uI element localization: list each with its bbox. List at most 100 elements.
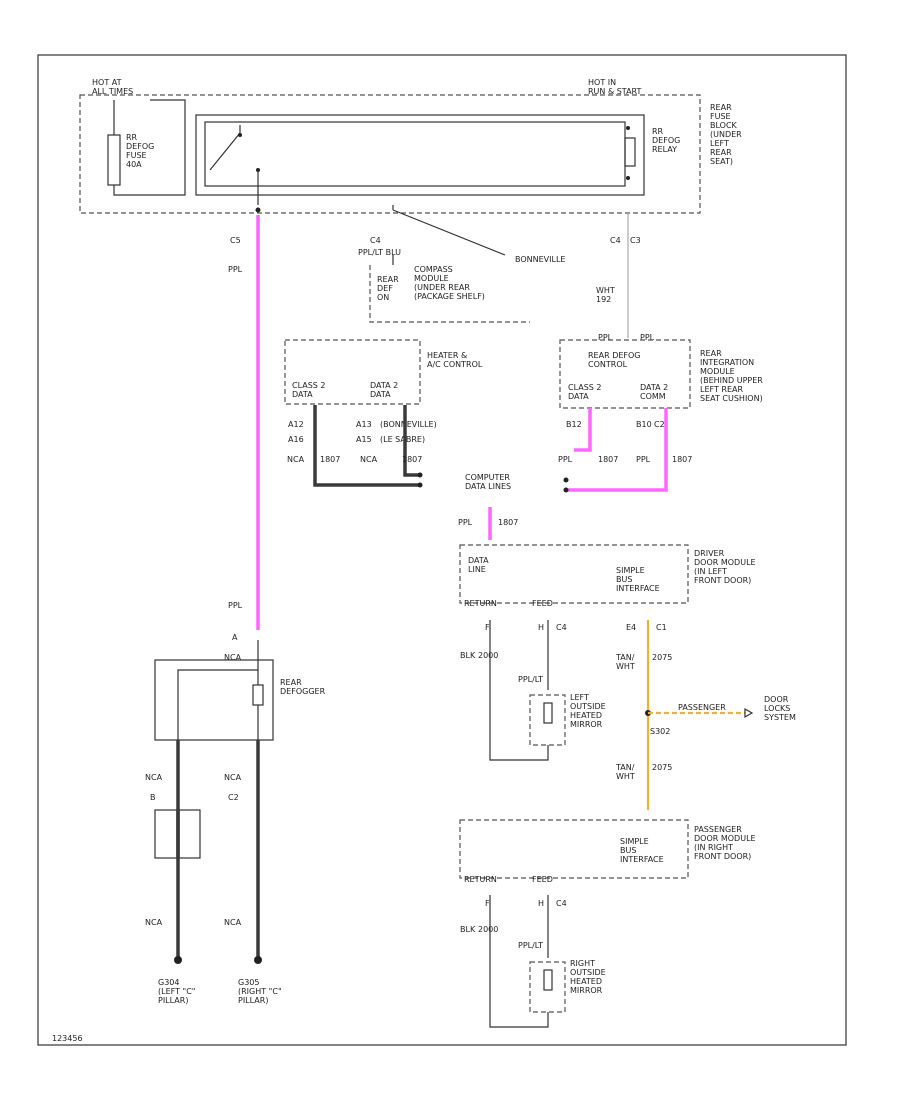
label-f-2: F (485, 899, 490, 908)
label-blk-1: BLK (460, 651, 476, 660)
label-c5: C5 (230, 236, 241, 245)
label-ppl-5: PPL (458, 518, 473, 527)
text-line: (BEHIND UPPER (700, 376, 763, 385)
label-c1-dd: C1 (656, 623, 667, 632)
text-line: HOT IN (588, 78, 616, 87)
defogger-element (252, 684, 264, 706)
label-a12: A12 (288, 420, 304, 429)
text-line: DOOR MODULE (694, 558, 756, 567)
text-line: FUSE (126, 151, 147, 160)
text-line: COMPUTER (465, 473, 510, 482)
rear-fuse-block (79, 94, 701, 214)
text-line: BLOCK (710, 121, 738, 130)
text-line: RELAY (652, 145, 677, 154)
defog-relay-box (195, 114, 645, 196)
text-line: 40A (126, 160, 142, 169)
text-line: SYSTEM (764, 713, 796, 722)
label-nca-7: NCA (224, 918, 242, 927)
label-ppl-6: PPL (228, 265, 243, 274)
rear-integration-module (559, 339, 691, 409)
text-line: MODULE (700, 367, 735, 376)
label-ppl-2: PPL (640, 333, 655, 342)
relay-inner (204, 121, 626, 187)
text-line: WHT (596, 286, 615, 295)
text-line: PASSENGER (694, 825, 742, 834)
text-line: BUS (616, 575, 632, 584)
text-line: CLASS 2 (292, 381, 326, 390)
text-line: SIMPLE (616, 566, 645, 575)
label-f: F (485, 623, 490, 632)
text-line: G305 (238, 978, 259, 987)
label-g305: G305(RIGHT "C"PILLAR) (238, 978, 282, 1005)
label-feed-2: FEED (532, 875, 553, 884)
text-line: (IN LEFT (694, 567, 727, 576)
text-line: MODULE (414, 274, 449, 283)
text-line: HEATER & (427, 351, 467, 360)
rim-data2-wire (568, 408, 668, 492)
text-line: OUTSIDE (570, 968, 606, 977)
label-2000-1: 2000 (478, 651, 498, 660)
label-return-2: RETURN (464, 875, 497, 884)
label-bonneville: BONNEVILLE (515, 255, 565, 264)
text-line: RUN & START (588, 87, 642, 96)
text-line: DATA (370, 390, 391, 399)
text-line: REAR (710, 148, 732, 157)
text-line: ALL TIMES (92, 87, 133, 96)
heater-class2-wire (313, 405, 420, 487)
text-line: DEFOG (652, 136, 680, 145)
text-line: WHT (616, 772, 635, 781)
text-line: RR (126, 133, 138, 142)
defogger-inner (177, 640, 259, 740)
label-ppl-192-2: PPL/LT (518, 675, 543, 684)
bonneville-branch (392, 205, 506, 256)
label-le-sabre: (LE SABRE) (380, 435, 425, 444)
text-line: RR (652, 127, 664, 136)
text-line: SIMPLE (620, 837, 649, 846)
diagram-frame (37, 54, 847, 1046)
text-line: PILLAR) (158, 996, 188, 1005)
text-line: OUTSIDE (570, 702, 606, 711)
text-line: COMM (640, 392, 666, 401)
text-line: LINE (468, 565, 486, 574)
label-2075-1: 2075 (652, 653, 672, 662)
text-line: REAR (710, 103, 732, 112)
fuse-feed-wire (113, 99, 186, 196)
text-line: COMPASS (414, 265, 453, 274)
text-line: BUS (620, 846, 636, 855)
compass-module (369, 265, 530, 323)
heater-data2-wire (403, 405, 420, 477)
label-ppl-6b: PPL (228, 601, 243, 610)
label-2000-2: 2000 (478, 925, 498, 934)
text-line: CONTROL (588, 360, 628, 369)
label-e4: E4 (626, 623, 636, 632)
label-ppl-3: PPL (558, 455, 573, 464)
text-line: INTERFACE (616, 584, 660, 593)
text-line: DATA 2 (640, 383, 668, 392)
label-b-pin: B (150, 793, 156, 802)
relay-coil (624, 137, 636, 167)
label-c4-dd: C4 (556, 623, 567, 632)
label-1807-3: 1807 (598, 455, 618, 464)
text-line: DATA 2 (370, 381, 398, 390)
text-line: WHT (616, 662, 635, 671)
label-a-pin: A (232, 633, 238, 642)
text-line: (LEFT "C" (158, 987, 195, 996)
text-line: LEFT REAR (700, 385, 743, 394)
text-line: DRIVER (694, 549, 725, 558)
rim-class2-wire (574, 408, 592, 452)
label-b10: B10 (636, 420, 652, 429)
label-1807-5: 1807 (498, 518, 518, 527)
label-feed: FEED (532, 599, 553, 608)
label-tan-wht-2: TAN/WHT (615, 763, 635, 781)
label-1807-4: 1807 (672, 455, 692, 464)
